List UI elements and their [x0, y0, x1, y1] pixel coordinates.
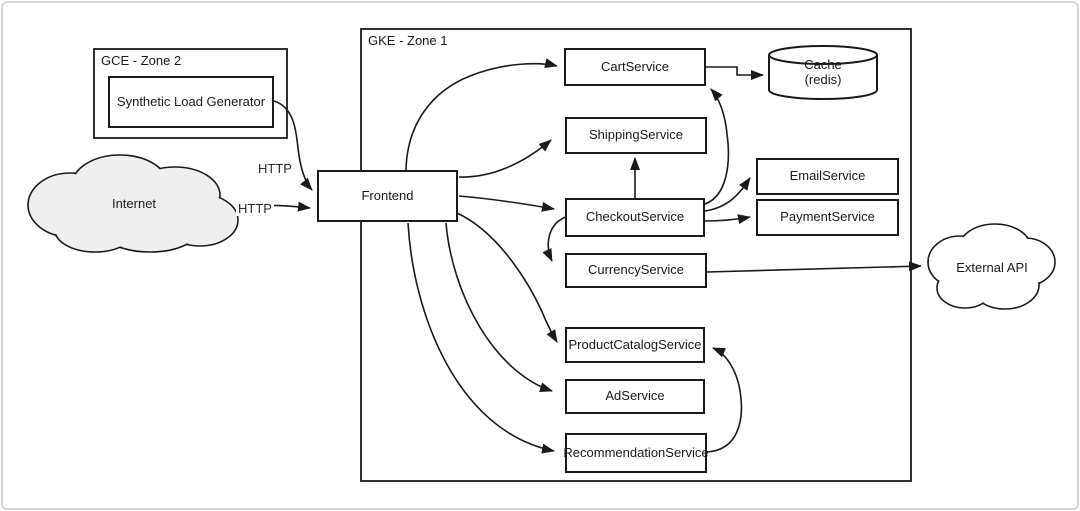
node-emailservice: EmailService: [756, 158, 899, 195]
shippingservice-label: ShippingService: [589, 127, 683, 143]
frontend-label: Frontend: [361, 187, 414, 203]
node-adservice: AdService: [565, 379, 705, 414]
gke-zone-label: GKE - Zone 1: [368, 33, 448, 48]
edge-checkoutservice-paymentservice: [704, 214, 751, 225]
node-paymentservice: PaymentService: [756, 199, 899, 236]
edge-recommendationservice-productcatalogservice: [706, 347, 743, 453]
cache-label-line1: Cache: [804, 57, 842, 72]
internet-cloud-shape: [27, 154, 239, 253]
node-shippingservice: ShippingService: [565, 117, 707, 154]
productcatalogservice-label: ProductCatalogService: [568, 336, 702, 352]
edge-cartservice-cache: [706, 66, 764, 80]
edge-currencyservice-externalapi: [706, 261, 922, 273]
cache-label: Cache (redis): [769, 57, 877, 87]
node-checkoutservice: CheckoutService: [565, 198, 705, 237]
node-cartservice: CartService: [564, 48, 706, 86]
http-label-loadgenerator: HTTP: [258, 161, 292, 176]
node-frontend: Frontend: [317, 170, 458, 222]
checkoutservice-label: CheckoutService: [585, 209, 685, 225]
edge-checkoutservice-emailservice: [704, 177, 751, 212]
paymentservice-label: PaymentService: [780, 209, 875, 225]
external-api-label: External API: [956, 260, 1028, 275]
cache-cylinder: [768, 45, 878, 100]
recommendationservice-label: RecommendationService: [563, 444, 709, 460]
gce-zone-label: GCE - Zone 2: [101, 53, 182, 68]
edge-frontend-recommendationservice: [407, 222, 555, 454]
gce-zone-box: [93, 48, 288, 139]
http-label-internet: HTTP: [236, 201, 274, 216]
currencyservice-label: CurrencyService: [587, 262, 685, 278]
external-api-cloud-shape: [927, 223, 1056, 310]
node-recommendationservice: RecommendationService: [563, 433, 709, 473]
adservice-label: AdService: [605, 388, 665, 404]
emailservice-label: EmailService: [789, 168, 866, 184]
synthetic-load-generator-label: Synthetic Load Generator: [116, 93, 266, 109]
edge-frontend-cartservice: [405, 58, 558, 171]
node-currencyservice: CurrencyService: [565, 253, 707, 288]
edge-checkoutservice-cartservice: [704, 88, 730, 205]
edge-frontend-adservice: [445, 222, 553, 393]
cache-label-line2: (redis): [804, 72, 842, 87]
edge-checkoutservice-currencyservice: [542, 216, 567, 262]
cartservice-label: CartService: [601, 58, 669, 74]
node-productcatalogservice: ProductCatalogService: [565, 327, 705, 363]
edge-frontend-shippingservice: [458, 139, 552, 178]
edge-loadgenerator-frontend: [273, 100, 313, 191]
edge-frontend-checkoutservice: [458, 195, 555, 212]
edge-frontend-productcatalogservice: [456, 212, 558, 343]
gke-zone-box: [360, 28, 912, 482]
node-synthetic-load-generator: Synthetic Load Generator: [108, 76, 274, 128]
internet-label: Internet: [111, 196, 157, 211]
